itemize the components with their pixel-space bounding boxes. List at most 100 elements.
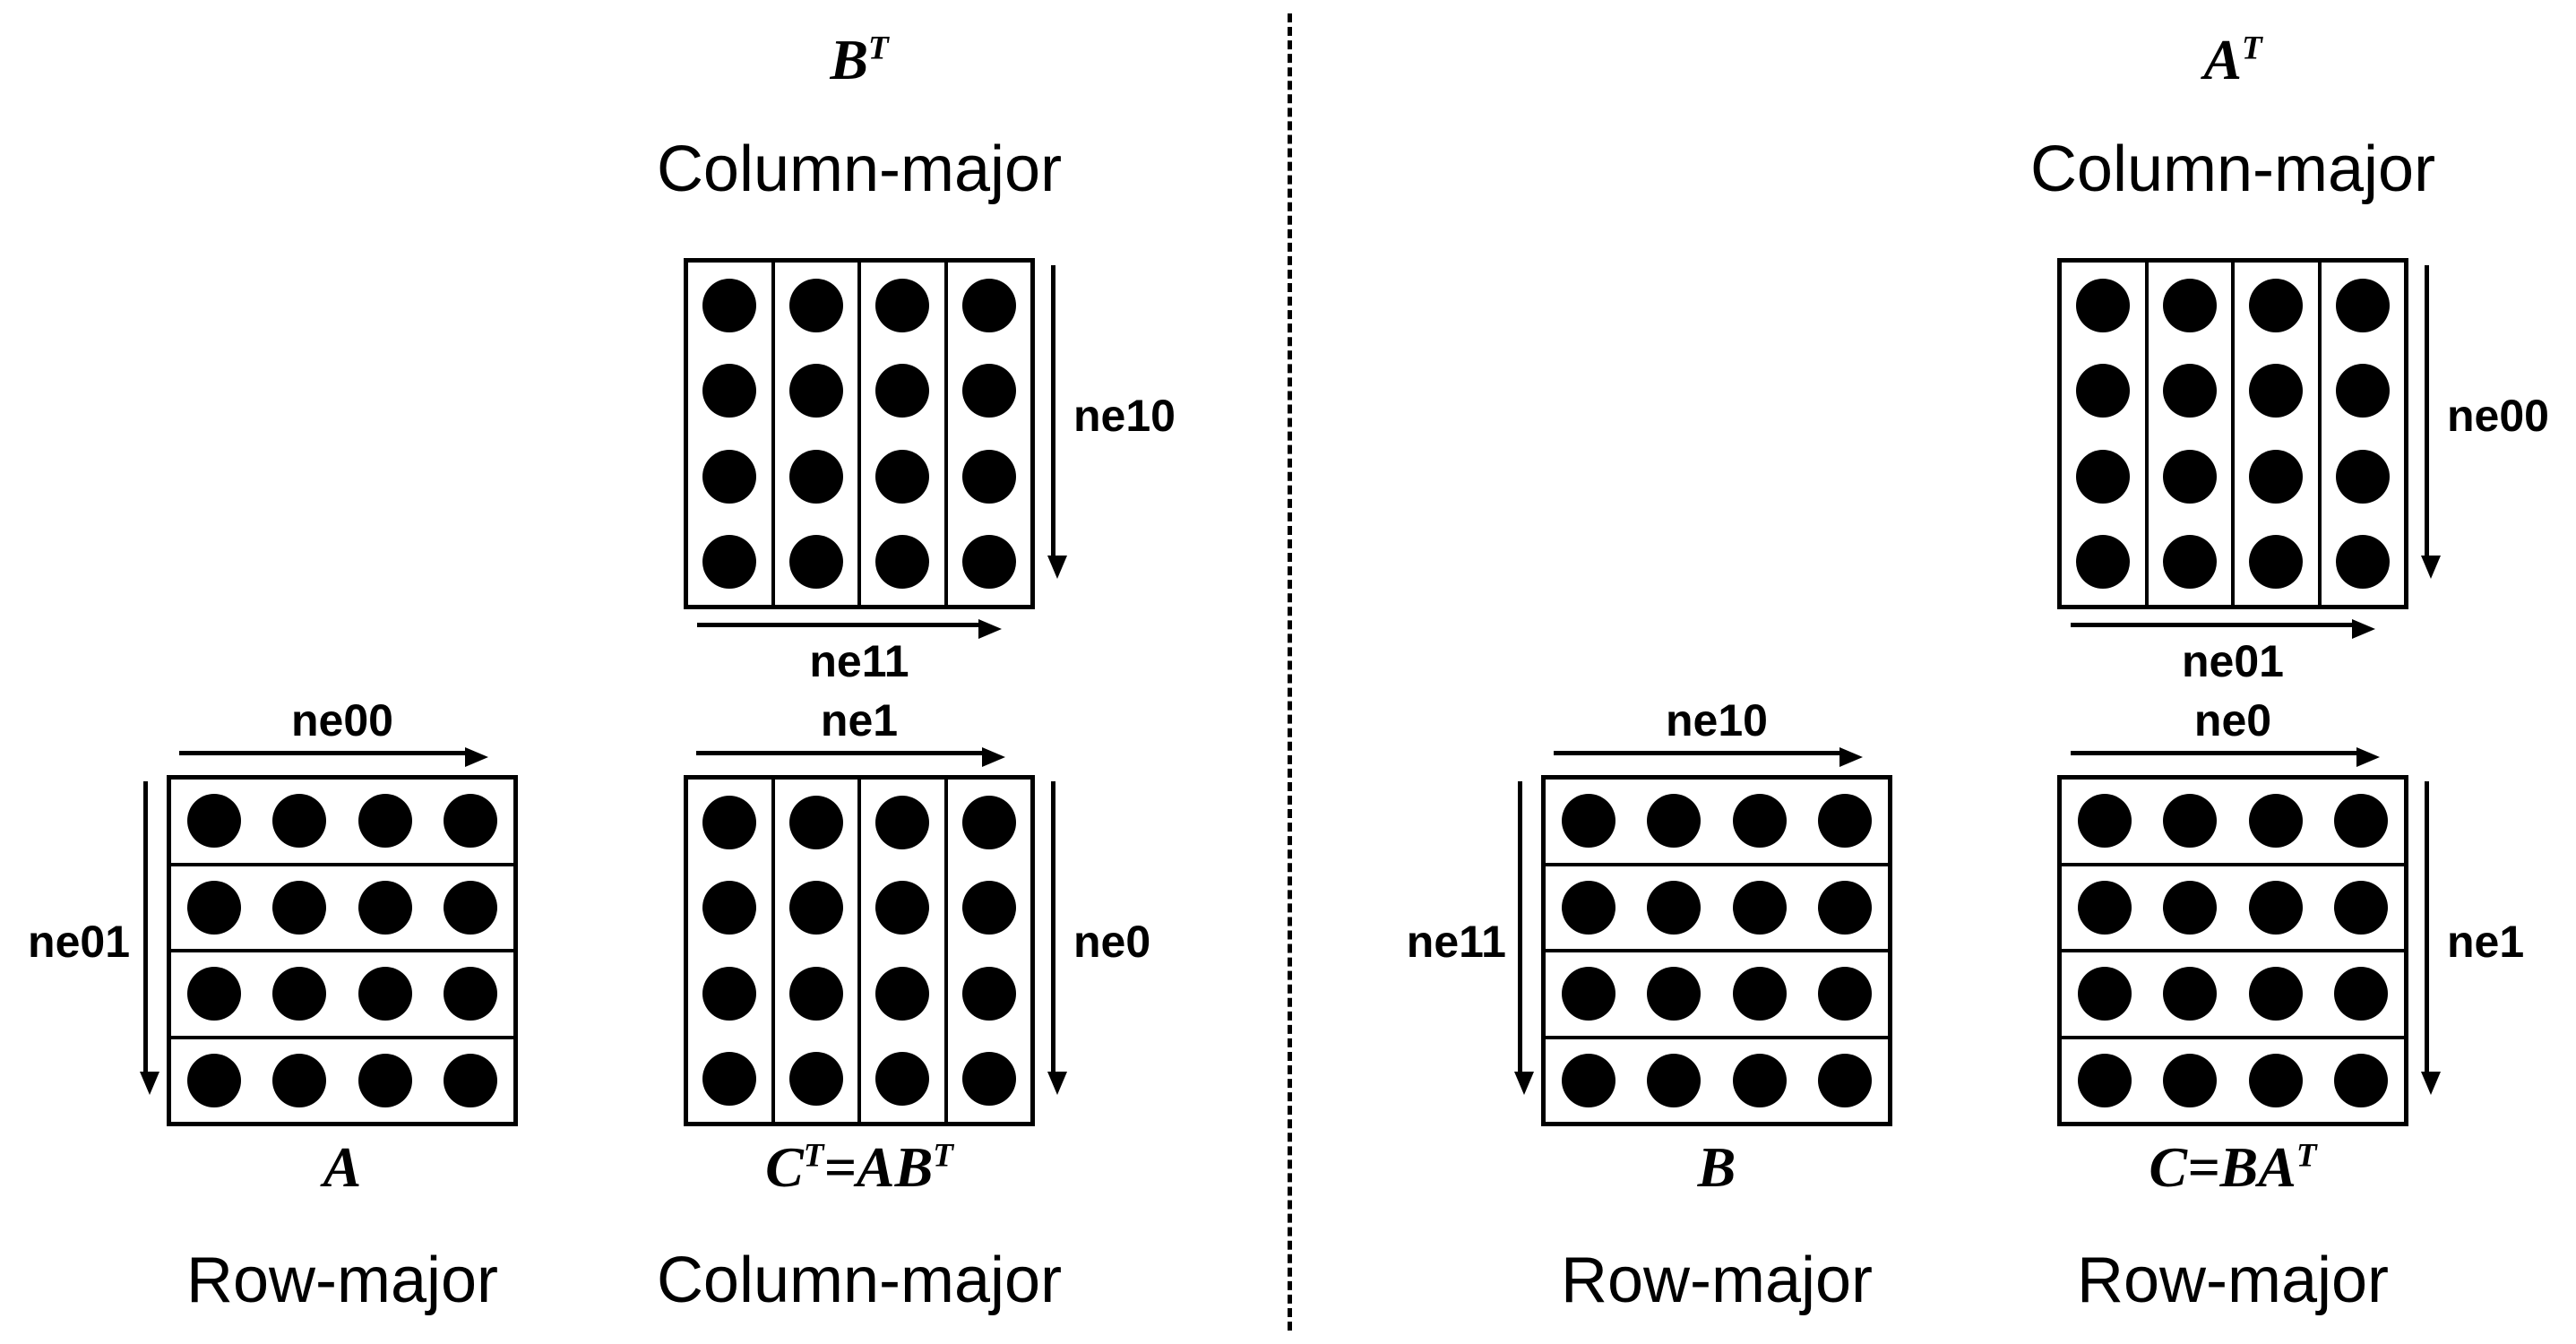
matrix-row <box>2062 949 2404 1036</box>
matrix-element-dot <box>2249 364 2304 418</box>
matrix-layout-label: Row-major <box>2076 1245 2390 1316</box>
matrix-element-dot <box>2077 880 2132 935</box>
matrix-element-dot <box>961 535 1016 590</box>
matrix-element-dot <box>186 967 241 1021</box>
matrix-element-dot <box>702 966 757 1021</box>
matrix-column <box>688 780 771 1122</box>
matrix-element-dot <box>1732 967 1787 1021</box>
matrix-element-dot <box>788 364 843 418</box>
matrix-element-dot <box>961 1052 1016 1107</box>
matrix-grid <box>167 775 518 1126</box>
matrix-element-dot <box>961 966 1016 1021</box>
ne00-arrow-down <box>2421 265 2441 579</box>
ne00-label: ne00 <box>2447 391 2549 441</box>
matrix-column <box>857 263 944 605</box>
ne10-arrow-right <box>1554 747 1863 767</box>
matrix-element-dot <box>961 364 1016 418</box>
matrix-element-dot <box>186 880 241 935</box>
matrix-column <box>771 780 858 1122</box>
matrix-element-dot <box>702 449 757 504</box>
ne11-label: ne11 <box>809 636 909 686</box>
matrix-title: B <box>1697 1135 1736 1199</box>
ne1-arrow-right <box>696 747 1005 767</box>
matrix-element-dot <box>2335 278 2390 332</box>
matrix-column <box>688 263 771 605</box>
matrix-element-dot <box>2077 967 2132 1021</box>
matrix-element-dot <box>702 535 757 590</box>
matrix-element-dot <box>2335 364 2390 418</box>
ne11-arrow-right <box>697 619 1002 639</box>
matrix-element-dot <box>186 1053 241 1107</box>
matrix-element-dot <box>358 880 412 935</box>
matrix-element-dot <box>2248 1053 2303 1107</box>
matrix-element-dot <box>1818 794 1873 849</box>
matrix-element-dot <box>2163 794 2218 849</box>
matrix-row <box>1546 1035 1888 1123</box>
matrix-column <box>943 780 1031 1122</box>
matrix-element-dot <box>2334 967 2389 1021</box>
matrix-element-dot <box>788 966 843 1021</box>
matrix-element-dot <box>2249 535 2304 590</box>
matrix-element-dot <box>186 794 241 849</box>
matrix-element-dot <box>2163 1053 2218 1107</box>
matrix-element-dot <box>1561 880 1615 935</box>
matrix-element-dot <box>2248 967 2303 1021</box>
matrix-element-dot <box>2077 794 2132 849</box>
matrix-element-dot <box>1818 880 1873 935</box>
matrix-element-dot <box>272 880 327 935</box>
matrix-row <box>171 780 513 863</box>
matrix-element-dot <box>2334 794 2389 849</box>
matrix-grid <box>684 258 1035 609</box>
matrix-element-dot <box>875 278 930 332</box>
ne01-arrow-right <box>2071 619 2375 639</box>
matrix-element-dot <box>272 1053 327 1107</box>
matrix-element-dot <box>2248 794 2303 849</box>
ne01-arrow-down <box>140 781 159 1095</box>
matrix-layout-label: Column-major <box>2029 134 2436 205</box>
matrix-element-dot <box>2076 278 2131 332</box>
matrix-grid <box>2057 258 2408 609</box>
matrix-element-dot <box>788 535 843 590</box>
ne01-label: ne01 <box>2182 636 2284 686</box>
matrix-element-dot <box>1561 1053 1615 1107</box>
matrix-row <box>171 1035 513 1123</box>
matrix-column <box>857 780 944 1122</box>
matrix-element-dot <box>2249 278 2304 332</box>
panel-divider <box>1288 13 1292 1331</box>
matrix-element-dot <box>2162 535 2217 590</box>
ne0-arrow-right <box>2071 747 2380 767</box>
ne0-label: ne0 <box>2193 695 2272 745</box>
matrix-element-dot <box>1561 967 1615 1021</box>
matrix-element-dot <box>875 364 930 418</box>
matrix-element-dot <box>358 967 412 1021</box>
matrix-element-dot <box>2162 449 2217 504</box>
matrix-element-dot <box>1732 794 1787 849</box>
matrix-element-dot <box>444 967 498 1021</box>
matrix-element-dot <box>2334 880 2389 935</box>
matrix-element-dot <box>875 1052 930 1107</box>
matrix-element-dot <box>788 795 843 849</box>
ne11-label: ne11 <box>1406 917 1506 967</box>
matrix-layout-label: Column-major <box>656 134 1063 205</box>
ne01-label: ne01 <box>28 917 130 967</box>
matrix-element-dot <box>358 794 412 849</box>
matrix-element-dot <box>272 967 327 1021</box>
matrix-grid <box>1541 775 1892 1126</box>
matrix-element-dot <box>875 535 930 590</box>
ne10-label: ne10 <box>1073 391 1176 441</box>
matrix-element-dot <box>788 881 843 935</box>
matrix-title: A <box>323 1135 362 1199</box>
matrix-element-dot <box>961 449 1016 504</box>
matrix-element-dot <box>702 795 757 849</box>
matrix-element-dot <box>444 794 498 849</box>
matrix-element-dot <box>1561 794 1615 849</box>
matrix-layout-label: Column-major <box>656 1245 1063 1316</box>
matrix-element-dot <box>2249 449 2304 504</box>
matrix-row <box>2062 780 2404 863</box>
matrix-element-dot <box>1818 967 1873 1021</box>
matrix-element-dot <box>2077 1053 2132 1107</box>
matrix-row <box>171 862 513 950</box>
matrix-row <box>1546 780 1888 863</box>
matrix-title: C=BAT <box>2149 1135 2317 1199</box>
ne0-label: ne0 <box>1073 917 1151 967</box>
